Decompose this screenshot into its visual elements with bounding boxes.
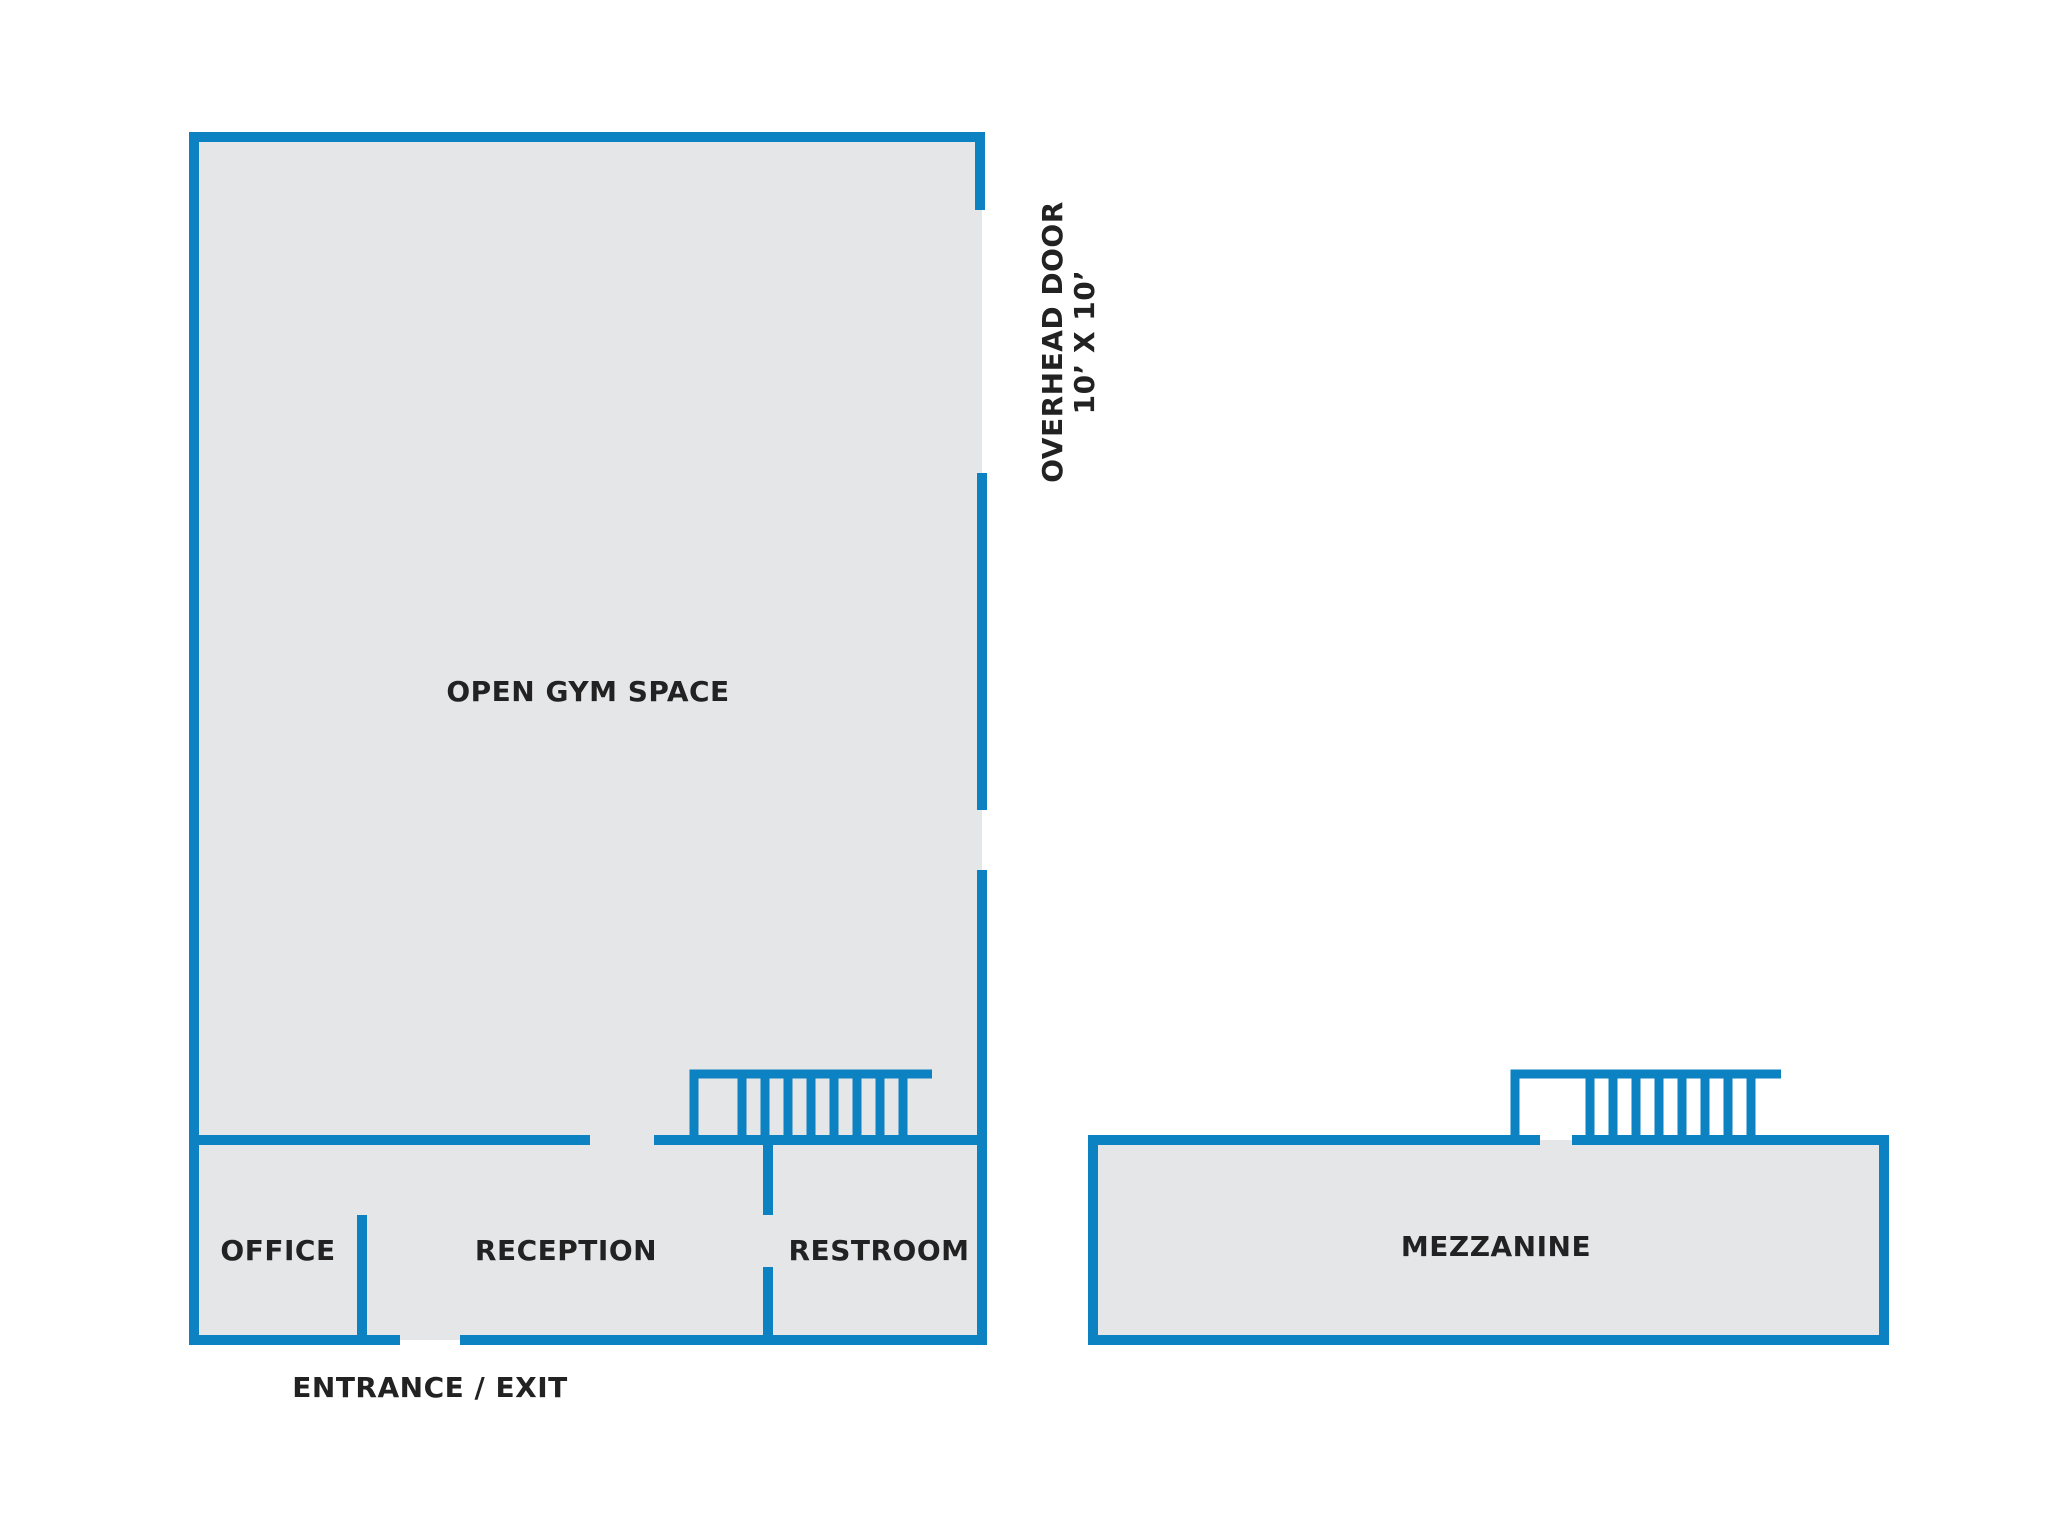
main-stair-treads — [737, 1074, 908, 1140]
mezz-stair-treads — [1585, 1074, 1756, 1140]
reception-label: RECEPTION — [475, 1234, 657, 1267]
open-gym-space-label: OPEN GYM SPACE — [446, 675, 729, 708]
mezzanine-label: MEZZANINE — [1401, 1230, 1591, 1263]
main-floor: OPEN GYM SPACE OFFICE RECEPTION RESTROOM — [189, 132, 987, 1345]
overhead-door-label: OVERHEAD DOOR 10’ X 10’ — [1036, 201, 1101, 483]
main-wall-outer — [189, 132, 987, 1345]
mezzanine-staircase — [1510, 1069, 1781, 1140]
overhead-door-label-line1: OVERHEAD DOOR — [1036, 201, 1069, 483]
main-staircase — [689, 1069, 932, 1140]
mezzanine-fill — [1093, 1140, 1884, 1340]
restroom-label: RESTROOM — [789, 1234, 970, 1267]
mezzanine-floor: MEZZANINE — [1088, 1069, 1889, 1345]
mezz-stair-outline — [1510, 1069, 1781, 1140]
main-floor-fill — [194, 137, 982, 1340]
entrance-exit-label: ENTRANCE / EXIT — [292, 1371, 567, 1404]
office-label: OFFICE — [220, 1234, 335, 1267]
overhead-door-label-line2: 10’ X 10’ — [1068, 270, 1101, 415]
mezzanine-wall — [1088, 1135, 1889, 1345]
